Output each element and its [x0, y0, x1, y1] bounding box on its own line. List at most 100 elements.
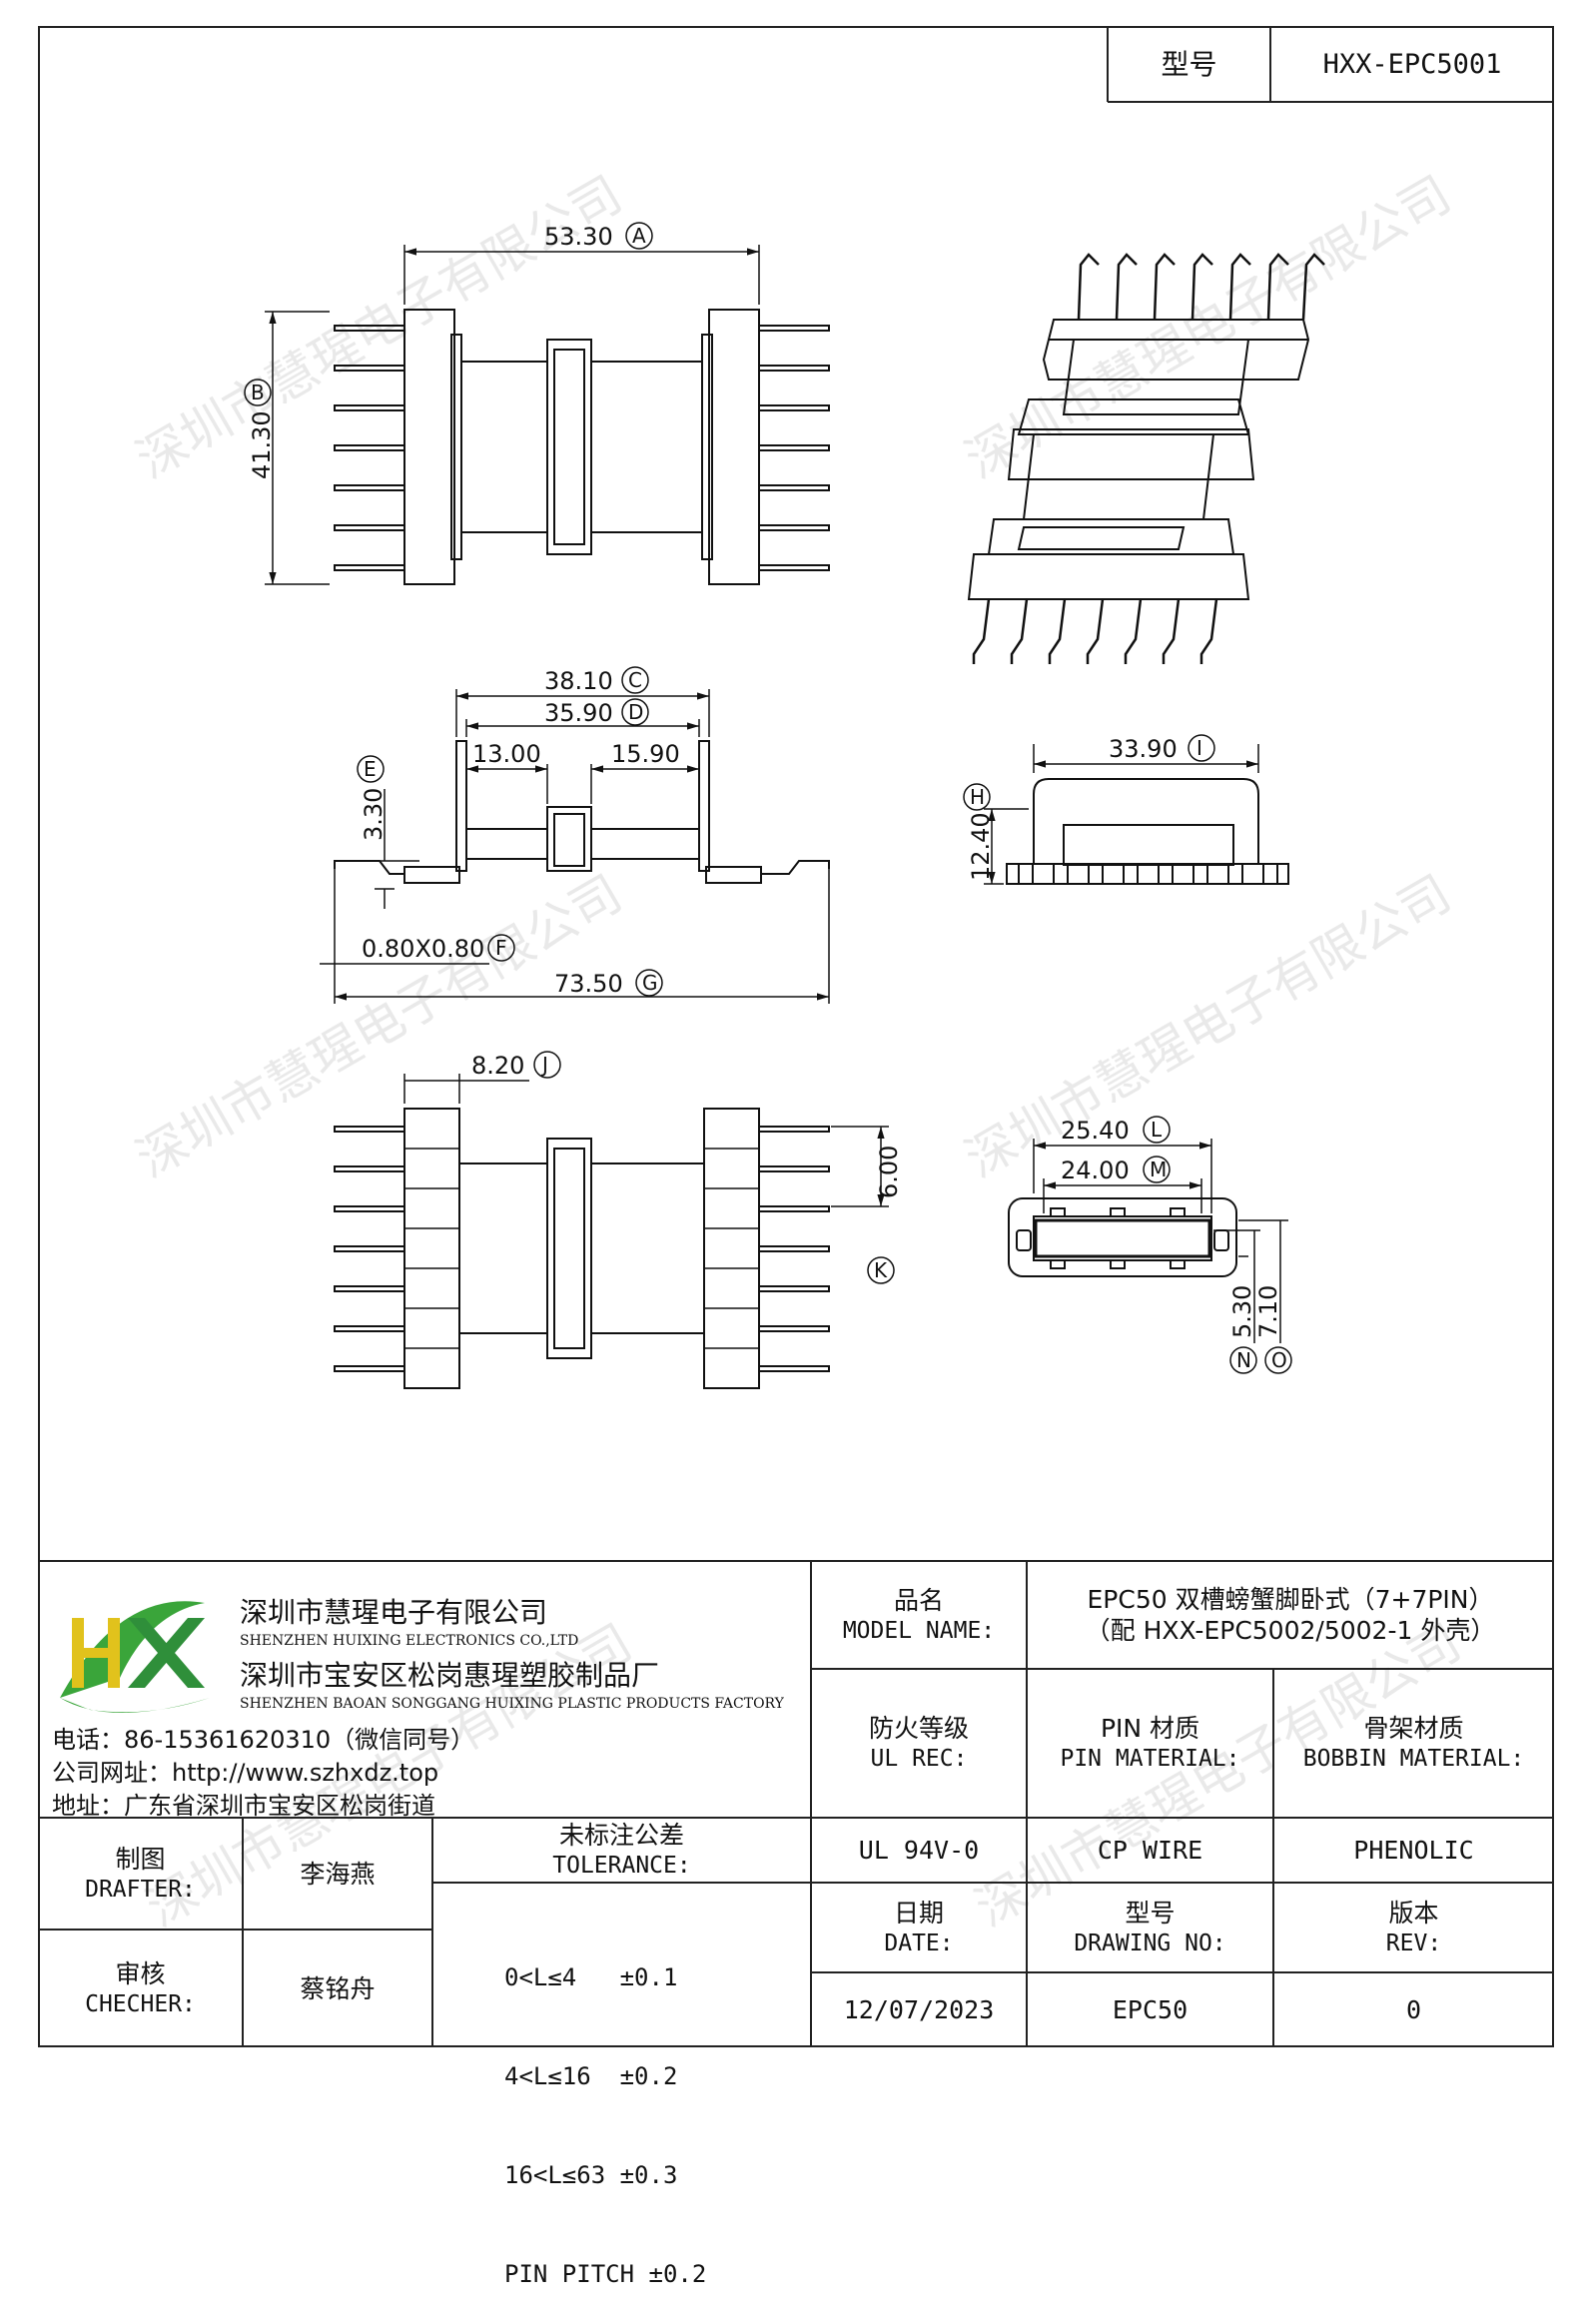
company-phone: 电话：86-15361620310（微信同号） [52, 1726, 475, 1754]
dim-J-letter: J [540, 1053, 548, 1077]
company-name-en: SHENZHEN HUIXING ELECTRONICS CO.,LTD [240, 1633, 579, 1649]
company-address: 地址：广东省深圳市宝安区松岗街道 [52, 1792, 435, 1820]
model-name-value: EPC50 双槽螃蟹脚卧式（7+7PIN） （配 HXX-EPC5002/500… [1027, 1561, 1554, 1669]
rev-value: 0 [1405, 1995, 1422, 2024]
dim-I-value: 33.90 [1109, 735, 1178, 763]
dim-J: 8.20 J [471, 1051, 561, 1080]
rev-en: REV: [1385, 1930, 1442, 1956]
tolerance-row: 0<L≤4 ±0.1 [504, 1963, 678, 1991]
header-model-value: HXX-EPC5001 [1322, 48, 1502, 80]
dim-M: 24.00 M [1061, 1156, 1171, 1184]
dim-G-letter: G [642, 971, 658, 995]
bobbin-value: PHENOLIC [1353, 1836, 1474, 1865]
model-name-label: 品名 MODEL NAME: [811, 1561, 1027, 1669]
dim-M-value: 24.00 [1061, 1157, 1130, 1184]
watermark-text: 深圳市慧瑆电子有限公司 [127, 165, 631, 489]
dim-F-letter: F [495, 936, 507, 960]
dim-C-value: 38.10 [544, 667, 613, 695]
ul-value: UL 94V-0 [858, 1836, 980, 1865]
dim-C-letter: C [628, 668, 642, 692]
dim-left-slot: 13.00 [472, 740, 541, 768]
dim-A-value: 53.30 [544, 223, 613, 251]
drawing-no-en: DRAWING NO: [1074, 1930, 1226, 1956]
tolerance-row: 16<L≤63 ±0.3 [504, 2161, 678, 2189]
dim-M-letter: M [1150, 1158, 1167, 1181]
dim-H-letter: H [970, 785, 985, 809]
watermark-text: 深圳市慧瑆电子有限公司 [956, 864, 1460, 1188]
tolerance-row: 4<L≤16 ±0.2 [504, 2062, 678, 2090]
technical-drawing: 深圳市慧瑆电子有限公司 深圳市慧瑆电子有限公司 深圳市慧瑆电子有限公司 深圳市慧… [38, 26, 1554, 2047]
dim-I-letter: I [1196, 736, 1202, 760]
dim-O-letter: O [1271, 1348, 1287, 1372]
pin-en: PIN MATERIAL: [1060, 1746, 1240, 1772]
tolerance-cn: 未标注公差 [558, 1821, 684, 1850]
dim-O: 7.10 O [1254, 1285, 1292, 1374]
section-view [1008, 1139, 1288, 1343]
company-name-cn: 深圳市慧瑆电子有限公司 [240, 1596, 548, 1629]
checker-cn: 审核 [115, 1958, 166, 1988]
dim-B-letter: B [251, 381, 265, 404]
drawing-frame [38, 26, 1554, 2047]
dim-H-value: 12.40 [967, 812, 995, 881]
date-cn: 日期 [893, 1898, 944, 1928]
dim-D: 35.90 D [544, 698, 649, 727]
dim-A-letter: A [632, 224, 646, 248]
pin-cn: PIN 材质 [1100, 1714, 1200, 1743]
dim-K-letter: K [874, 1258, 888, 1282]
ul-cn: 防火等级 [868, 1714, 969, 1743]
checker-label: 审核 CHECHER: [38, 1930, 243, 2047]
model-name-value-line1: EPC50 双槽螃蟹脚卧式（7+7PIN） [1087, 1585, 1494, 1614]
factory-name-cn: 深圳市宝安区松岗惠瑆塑胶制品厂 [240, 1659, 660, 1692]
dim-E: 3.30 E [357, 755, 388, 841]
dim-D-letter: D [628, 700, 643, 724]
dim-I: 33.90 I [1109, 734, 1215, 763]
dim-N-letter: N [1236, 1348, 1251, 1372]
pin-label: PIN 材质 PIN MATERIAL: [1027, 1669, 1273, 1818]
rev-label: 版本 REV: [1273, 1883, 1554, 1972]
dim-F: 0.80X0.80 F [362, 934, 515, 963]
dim-K: 6.00 K [867, 1146, 903, 1284]
model-name-cn: 品名 [893, 1585, 944, 1615]
dim-O-value: 7.10 [1254, 1285, 1282, 1338]
company-website: 公司网址：http://www.szhxdz.top [52, 1759, 439, 1787]
ul-en: UL REC: [870, 1746, 968, 1772]
dim-E-letter: E [364, 757, 377, 781]
dim-K-value: 6.00 [875, 1146, 903, 1198]
rev-cn: 版本 [1388, 1898, 1439, 1928]
drafter-label: 制图 DRAFTER: [38, 1818, 243, 1930]
drafter-value: 李海燕 [300, 1859, 376, 1889]
dim-L-value: 25.40 [1061, 1117, 1130, 1145]
dim-A: 53.30 A [544, 222, 653, 251]
model-name-en: MODEL NAME: [842, 1617, 996, 1644]
drawing-no-cn: 型号 [1125, 1898, 1176, 1928]
dim-J-value: 8.20 [471, 1052, 524, 1080]
top-view [265, 245, 830, 585]
dim-N: 5.30 N [1228, 1285, 1257, 1374]
date-label: 日期 DATE: [811, 1883, 1027, 1972]
watermark-text: 深圳市慧瑆电子有限公司 [956, 165, 1460, 489]
dim-L: 25.40 L [1061, 1116, 1171, 1145]
tolerance-row: PIN PITCH ±0.2 [504, 2260, 707, 2288]
tolerance-label: 未标注公差 TOLERANCE: [432, 1818, 811, 1883]
dim-B: 41.30 B [244, 379, 276, 479]
ul-label: 防火等级 UL REC: [811, 1669, 1027, 1818]
date-value: 12/07/2023 [843, 1995, 995, 2024]
header-model-label: 型号 [1161, 47, 1217, 81]
dim-G-value: 73.50 [554, 970, 623, 998]
drafter-en: DRAFTER: [85, 1876, 196, 1903]
dim-B-value: 41.30 [248, 410, 276, 479]
bottom-view [334, 1074, 889, 1389]
model-name-value-line2: （配 HXX-EPC5002/5002-1 外壳） [1085, 1616, 1496, 1645]
side-view [320, 689, 830, 1004]
checker-en: CHECHER: [85, 1990, 196, 2017]
drawing-no-label: 型号 DRAWING NO: [1027, 1883, 1273, 1972]
bobbin-en: BOBBIN MATERIAL: [1302, 1746, 1525, 1772]
tolerance-en: TOLERANCE: [552, 1853, 691, 1879]
end-view [984, 744, 1289, 885]
dim-H: 12.40 H [963, 783, 995, 881]
dim-D-value: 35.90 [544, 699, 613, 727]
dim-F-value: 0.80X0.80 [362, 935, 484, 963]
dim-C: 38.10 C [544, 666, 649, 695]
drafter-cn: 制图 [115, 1844, 166, 1874]
bobbin-cn: 骨架材质 [1363, 1714, 1464, 1743]
